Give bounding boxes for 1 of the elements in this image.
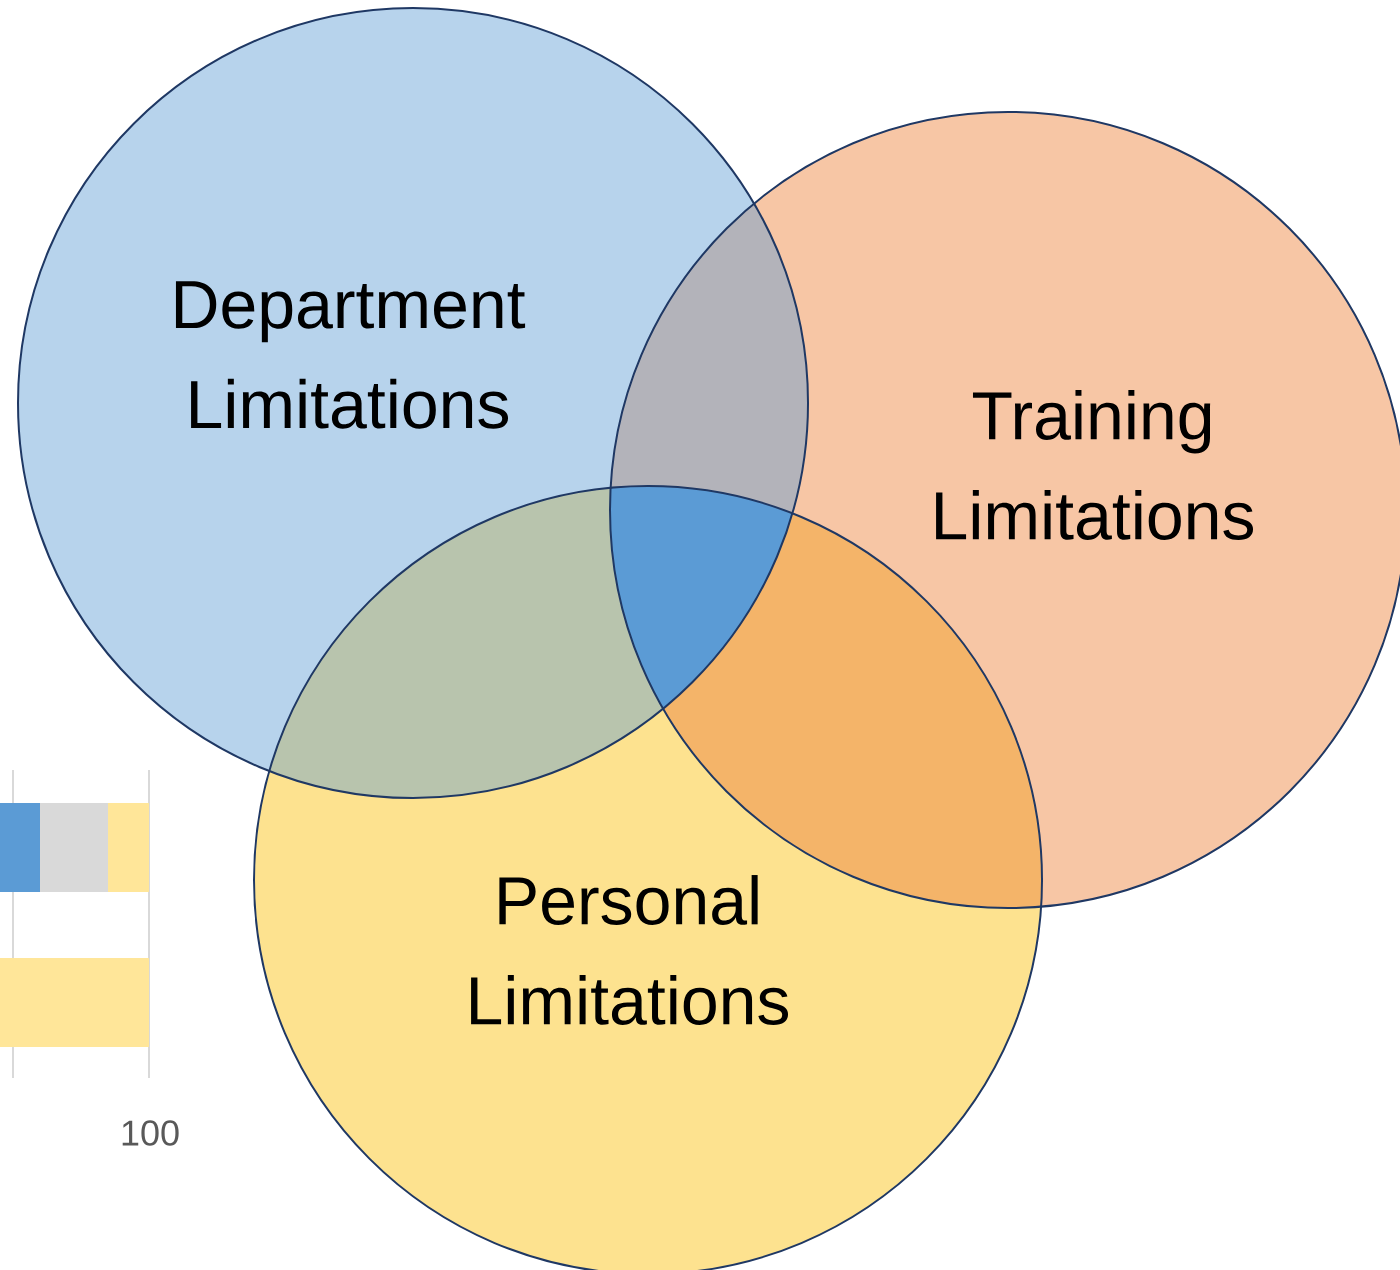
axis-tick-label: 100 bbox=[122, 1120, 179, 1146]
